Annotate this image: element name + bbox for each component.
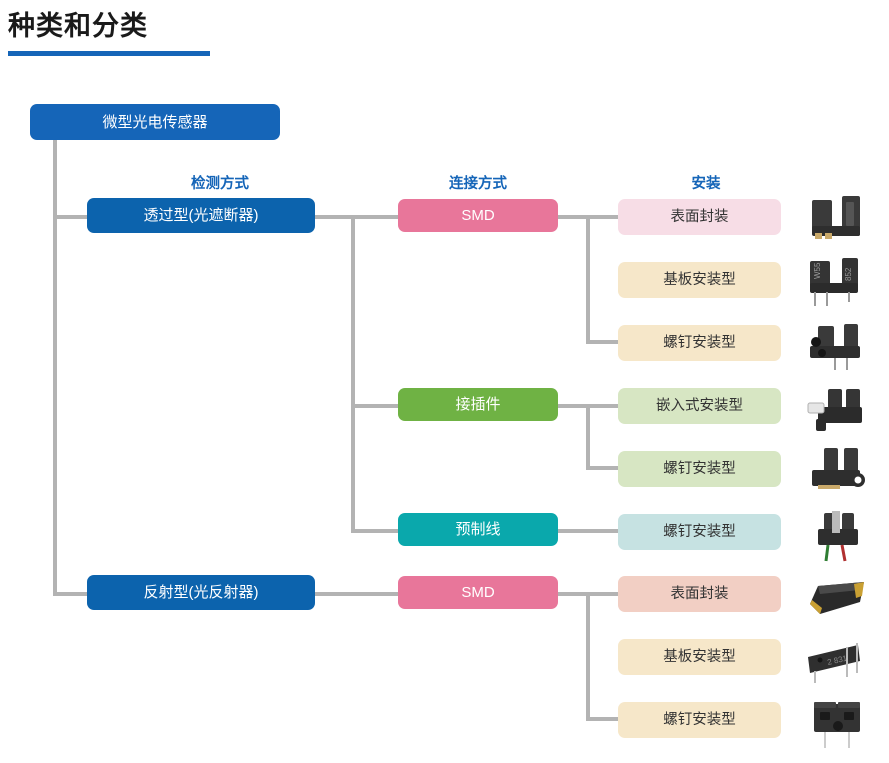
mounting-node-m5-label: 螺钉安装型 [663, 460, 736, 477]
connector-trunk-to-transmissive [53, 215, 89, 219]
connector-smd1-to-m3 [586, 340, 618, 344]
mounting-node-m1[interactable]: 表面封装 [618, 199, 781, 235]
connector-smd2-to-m7 [586, 592, 618, 596]
product-image-sensor-slot-through-hole: W55 852 [802, 255, 872, 313]
connection-node-smd-transmissive-label: SMD [461, 207, 495, 224]
connection-node-connector-label: 接插件 [455, 396, 501, 413]
mounting-node-m3-label: 螺钉安装型 [663, 334, 736, 351]
product-image-sensor-connector-snap [802, 381, 872, 439]
connection-node-smd-reflective-label: SMD [461, 584, 495, 601]
connector-smd2-mounting-bus [586, 592, 590, 721]
connection-node-connector[interactable]: 接插件 [398, 388, 558, 421]
mounting-node-m8-label: 基板安装型 [663, 648, 736, 665]
column-header-mounting: 安装 [691, 176, 721, 192]
detection-node-reflective-label: 反射型(光反射器) [143, 584, 259, 601]
connector-smd2-to-m9 [586, 717, 618, 721]
connector-transmissive-branch-bus [351, 215, 355, 533]
svg-text:852: 852 [844, 267, 853, 281]
connector-prewired-to-m6 [556, 529, 618, 533]
connector-conn-to-m4 [586, 404, 618, 408]
root-node-label: 微型光电传感器 [102, 113, 208, 131]
connector-conn-mounting-bus [586, 404, 590, 470]
mounting-node-m2[interactable]: 基板安装型 [618, 262, 781, 298]
product-image-sensor-reflective-screw [802, 696, 872, 754]
connector-branch-to-connector [351, 404, 400, 408]
connector-smd2-out [556, 592, 594, 596]
mounting-node-m3[interactable]: 螺钉安装型 [618, 325, 781, 361]
svg-text:W55: W55 [813, 262, 822, 279]
detection-node-transmissive-label: 透过型(光遮断器) [143, 207, 259, 224]
mounting-node-m6-label: 螺钉安装型 [663, 523, 736, 540]
mounting-node-m2-label: 基板安装型 [663, 271, 736, 288]
mounting-node-m7-label: 表面封装 [670, 585, 729, 602]
product-image-sensor-slot-smd [802, 192, 872, 250]
connection-node-prewired-label: 预制线 [455, 521, 501, 538]
mounting-node-m7[interactable]: 表面封装 [618, 576, 781, 612]
product-image-sensor-prewired-screw [802, 507, 872, 565]
title-underline-rule [8, 51, 210, 56]
connector-smd1-to-m1 [586, 215, 618, 219]
detection-node-reflective[interactable]: 反射型(光反射器) [87, 575, 315, 610]
page-title: 种类和分类 [8, 11, 148, 41]
mounting-node-m9[interactable]: 螺钉安装型 [618, 702, 781, 738]
connector-trunk-to-reflective [53, 592, 89, 596]
mounting-node-m4[interactable]: 嵌入式安装型 [618, 388, 781, 424]
mounting-node-m5[interactable]: 螺钉安装型 [618, 451, 781, 487]
connector-smd1-mounting-bus [586, 215, 590, 344]
product-image-sensor-reflective-smd [802, 570, 872, 628]
detection-node-transmissive[interactable]: 透过型(光遮断器) [87, 198, 315, 233]
product-image-sensor-slot-screw [802, 318, 872, 376]
column-header-connection: 连接方式 [449, 176, 507, 192]
connector-conn-out [556, 404, 594, 408]
product-image-sensor-connector-screw [802, 444, 872, 502]
mounting-node-m9-label: 螺钉安装型 [663, 711, 736, 728]
connector-transmissive-out [313, 215, 355, 219]
connector-smd1-out [556, 215, 594, 219]
connector-root-trunk [53, 140, 57, 596]
connection-node-smd-transmissive[interactable]: SMD [398, 199, 558, 232]
connection-node-prewired[interactable]: 预制线 [398, 513, 558, 546]
mounting-node-m8[interactable]: 基板安装型 [618, 639, 781, 675]
mounting-node-m1-label: 表面封装 [670, 208, 729, 225]
connector-branch-to-prewired [351, 529, 400, 533]
product-image-sensor-reflective-board: 2 831 [802, 633, 872, 691]
connector-conn-to-m5 [586, 466, 618, 470]
connection-node-smd-reflective[interactable]: SMD [398, 576, 558, 609]
mounting-node-m4-label: 嵌入式安装型 [656, 397, 743, 414]
column-header-detection: 检测方式 [191, 176, 249, 192]
connector-branch-to-smd1 [351, 215, 400, 219]
root-node-photo-sensor[interactable]: 微型光电传感器 [30, 104, 280, 140]
connector-reflective-out [313, 592, 400, 596]
mounting-node-m6[interactable]: 螺钉安装型 [618, 514, 781, 550]
